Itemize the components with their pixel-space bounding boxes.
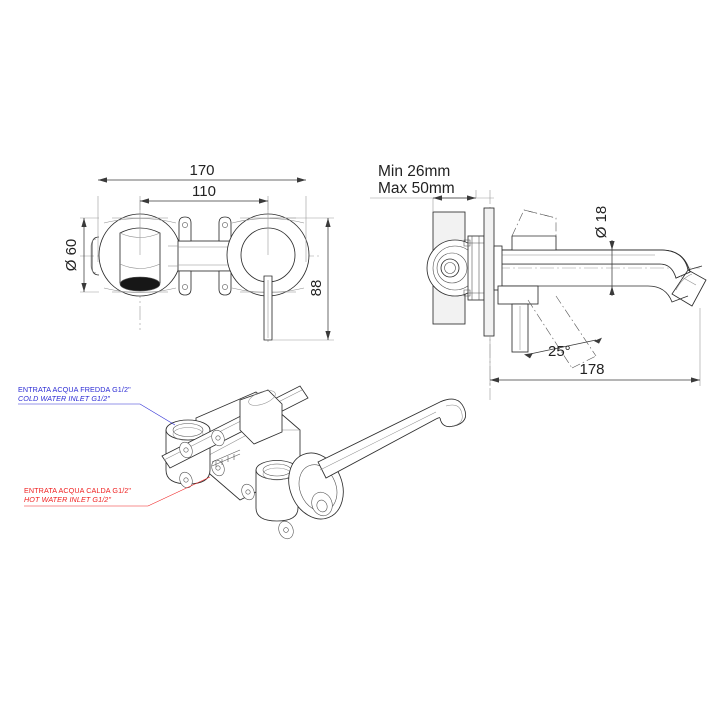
wall-depth-max-label: Max 50mm	[378, 180, 455, 197]
iso-valve-cartridge	[239, 389, 283, 445]
dimension-angle-25-label: 25°	[548, 343, 571, 360]
spout-outlet	[671, 269, 707, 307]
dimension-110: 110	[139, 183, 269, 255]
side-lever-handle	[497, 209, 597, 369]
dimension-diameter-18-label: Ø 18	[593, 206, 610, 239]
iso-spout-arm	[317, 398, 467, 479]
aerator-opening	[120, 277, 160, 291]
dimension-170-label: 170	[189, 162, 214, 179]
hot-inlet-label-en: HOT WATER INLET G1/2"	[24, 495, 111, 504]
dimension-178-label: 178	[579, 361, 604, 378]
dimension-angle-25: 25°	[524, 337, 602, 360]
dimension-88: 88	[270, 217, 334, 341]
hot-inlet-label-it: ENTRATA ACQUA CALDA G1/2"	[24, 486, 131, 495]
hot-inlet-annotation: ENTRATA ACQUA CALDA G1/2" HOT WATER INLE…	[24, 476, 211, 507]
wall-escutcheon-plate	[483, 207, 495, 337]
iso-view-group: ENTRATA ACQUA FREDDA G1/2" COLD WATER IN…	[18, 385, 467, 540]
front-view-group: 170 110 Ø 60 88	[63, 162, 334, 345]
iso-hot-inlet-boss	[255, 460, 299, 522]
wall-depth-min-label: Min 26mm	[378, 163, 450, 180]
wall-depth-note: Min 26mm Max 50mm	[370, 163, 494, 212]
dimension-170: 170	[97, 162, 307, 262]
dimension-diameter-18: Ø 18	[593, 206, 615, 296]
cold-inlet-label-it: ENTRATA ACQUA FREDDA G1/2"	[18, 385, 131, 394]
side-view-group: Min 26mm Max 50mm Ø 18 25°	[370, 163, 707, 400]
iso-fixing-ears	[179, 429, 294, 540]
dimension-110-label: 110	[192, 183, 216, 200]
dimension-178: 178	[489, 308, 701, 386]
in-wall-body	[426, 207, 495, 337]
dimension-diameter-60-label: Ø 60	[63, 239, 80, 272]
iso-screw-band	[211, 449, 241, 467]
cold-inlet-label-en: COLD WATER INLET G1/2"	[18, 394, 110, 403]
cold-inlet-annotation: ENTRATA ACQUA FREDDA G1/2" COLD WATER IN…	[18, 385, 176, 426]
dimension-diameter-60: Ø 60	[63, 217, 99, 293]
dimension-88-label: 88	[308, 280, 325, 297]
side-spout	[493, 245, 707, 307]
